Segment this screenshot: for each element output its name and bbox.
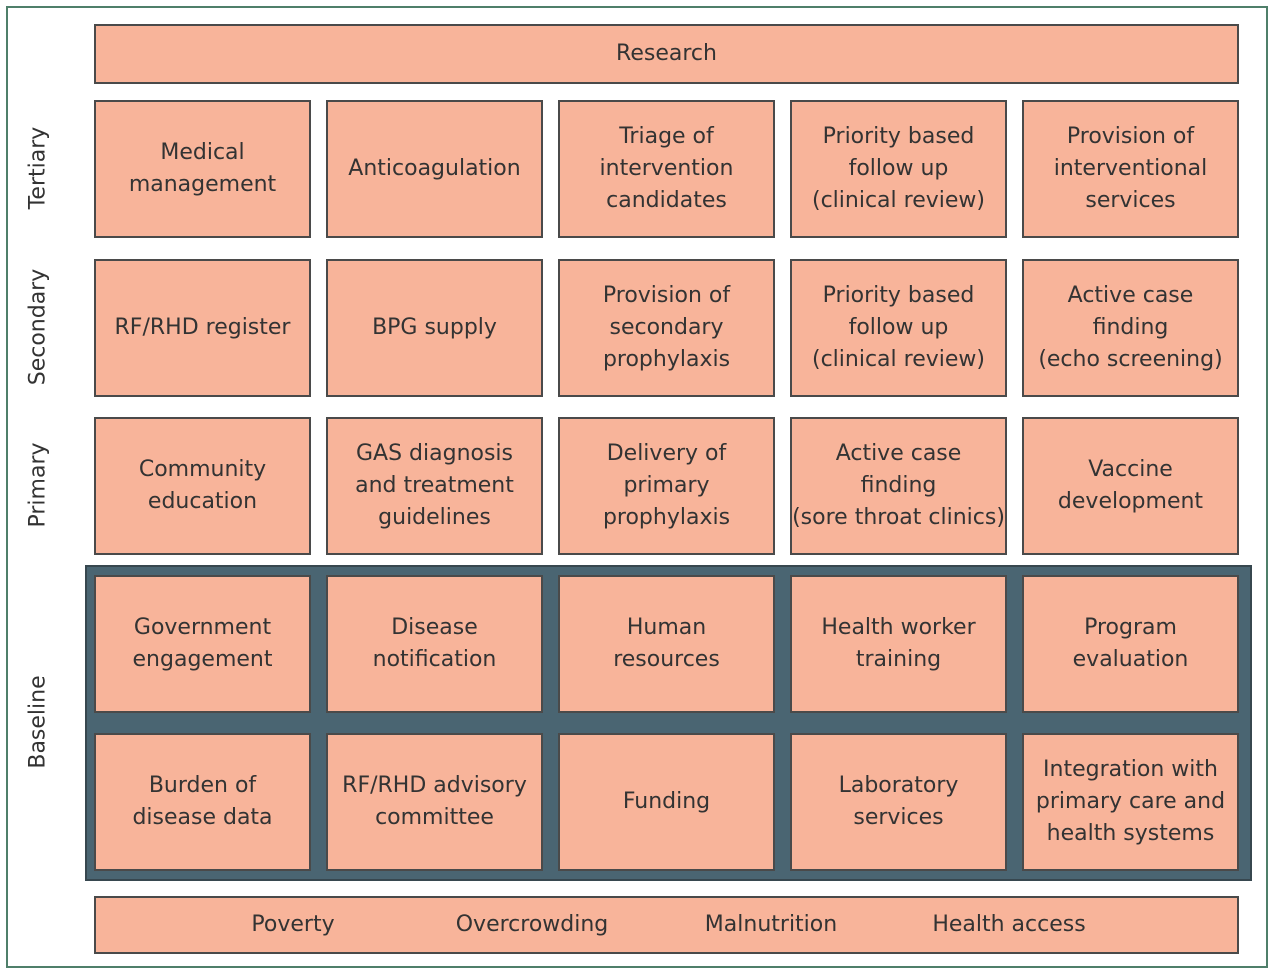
- research-box: Research: [94, 24, 1239, 84]
- determinant-malnutrition: Malnutrition: [704, 912, 838, 937]
- secondary-box-1: RF/RHD register: [94, 259, 311, 397]
- determinants-bar: Poverty Overcrowding Malnutrition Health…: [94, 896, 1239, 954]
- secondary-box-4: Priority based follow up (clinical revie…: [790, 259, 1007, 397]
- primary-box-5: Vaccine development: [1022, 417, 1239, 555]
- baseline-row1-box-1: Government engagement: [94, 575, 311, 713]
- primary-box-1: Community education: [94, 417, 311, 555]
- tertiary-label-5: Provision of interventional services: [1053, 124, 1208, 213]
- tertiary-label-4: Priority based follow up (clinical revie…: [812, 124, 985, 213]
- primary-label-4: Active case finding (sore throat clinics…: [792, 441, 1005, 530]
- primary-box-2: GAS diagnosis and treatment guidelines: [326, 417, 543, 555]
- tertiary-label-2: Anticoagulation: [348, 156, 521, 181]
- baseline-row2-box-4: Laboratory services: [790, 733, 1007, 871]
- secondary-label-4: Priority based follow up (clinical revie…: [812, 283, 985, 372]
- baseline-row1-box-4: Health worker training: [790, 575, 1007, 713]
- baseline-row2-box-3: Funding: [558, 733, 775, 871]
- tertiary-box-4: Priority based follow up (clinical revie…: [790, 100, 1007, 238]
- tertiary-box-3: Triage of intervention candidates: [558, 100, 775, 238]
- tertiary-label-3: Triage of intervention candidates: [599, 124, 734, 213]
- baseline-row2-box-1: Burden of disease data: [94, 733, 311, 871]
- primary-label-3: Delivery of primary prophylaxis: [602, 441, 731, 530]
- research-label: Research: [616, 41, 717, 66]
- baseline-row1-box-3: Human resources: [558, 575, 775, 713]
- baseline-row1-label-2: Disease notification: [372, 615, 497, 672]
- primary-box-4: Active case finding (sore throat clinics…: [790, 417, 1007, 555]
- secondary-box-2: BPG supply: [326, 259, 543, 397]
- determinant-health-access: Health access: [932, 912, 1086, 937]
- secondary-label-2: BPG supply: [372, 315, 497, 340]
- primary-label-2: GAS diagnosis and treatment guidelines: [355, 441, 514, 530]
- level-label-baseline: Baseline: [25, 675, 51, 769]
- tertiary-box-5: Provision of interventional services: [1022, 100, 1239, 238]
- tertiary-box-2: Anticoagulation: [326, 100, 543, 238]
- baseline-row1-box-2: Disease notification: [326, 575, 543, 713]
- baseline-row1-label-3: Human resources: [613, 615, 720, 672]
- baseline-row1-label-1: Government engagement: [132, 615, 273, 672]
- level-label-tertiary: Tertiary: [25, 126, 51, 210]
- primary-label-1: Community education: [138, 457, 267, 514]
- determinant-poverty: Poverty: [251, 912, 335, 937]
- secondary-box-3: Provision of secondary prophylaxis: [558, 259, 775, 397]
- baseline-row2-label-2: RF/RHD advisory committee: [342, 773, 527, 830]
- level-label-secondary: Secondary: [25, 268, 51, 386]
- secondary-label-1: RF/RHD register: [114, 315, 291, 340]
- secondary-label-3: Provision of secondary prophylaxis: [602, 283, 731, 372]
- tertiary-box-1: Medical management: [94, 100, 311, 238]
- baseline-row2-label-5: Integration with primary care and health…: [1035, 757, 1226, 846]
- primary-box-3: Delivery of primary prophylaxis: [558, 417, 775, 555]
- baseline-row2-label-4: Laboratory services: [838, 773, 959, 830]
- baseline-row2-label-1: Burden of disease data: [132, 773, 273, 830]
- baseline-row1-box-5: Program evaluation: [1022, 575, 1239, 713]
- level-label-primary: Primary: [25, 442, 51, 528]
- determinant-overcrowding: Overcrowding: [455, 912, 609, 937]
- primary-label-5: Vaccine development: [1057, 457, 1204, 514]
- secondary-box-5: Active case finding (echo screening): [1022, 259, 1239, 397]
- secondary-label-5: Active case finding (echo screening): [1038, 283, 1223, 372]
- baseline-row2-label-3: Funding: [622, 789, 711, 814]
- baseline-row2-box-5: Integration with primary care and health…: [1022, 733, 1239, 871]
- tertiary-label-1: Medical management: [128, 140, 277, 197]
- baseline-row1-label-5: Program evaluation: [1072, 615, 1189, 672]
- diagram-frame: [6, 6, 1268, 968]
- baseline-row1-label-4: Health worker training: [821, 615, 976, 672]
- baseline-row2-box-2: RF/RHD advisory committee: [326, 733, 543, 871]
